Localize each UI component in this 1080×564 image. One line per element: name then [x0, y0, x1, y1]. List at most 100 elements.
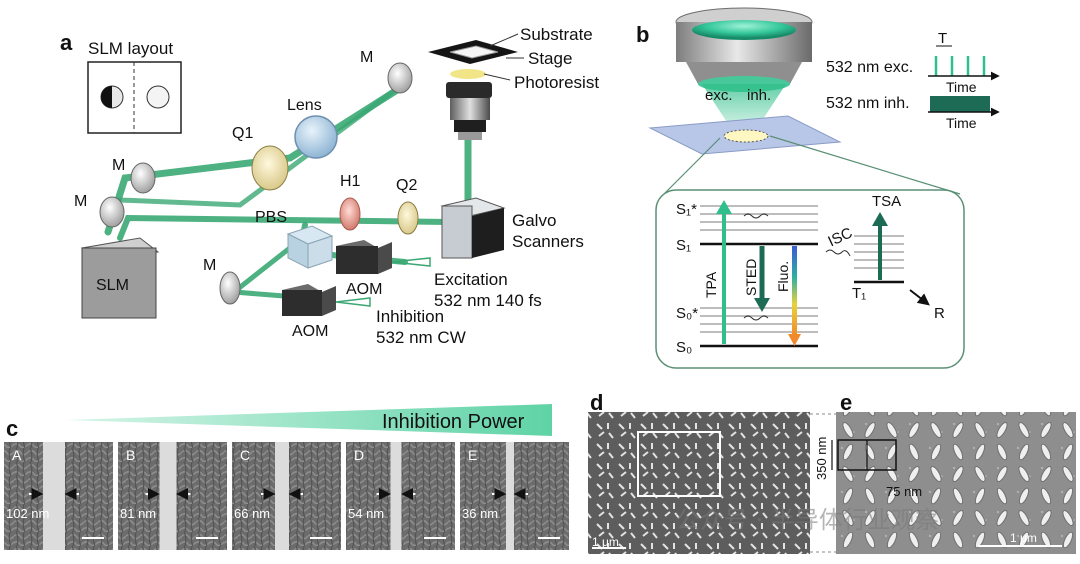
- s1-label: S₁: [676, 237, 691, 254]
- inh-time-label: Time: [946, 115, 977, 131]
- isc-squiggle: [825, 249, 851, 257]
- r-label: R: [934, 305, 945, 322]
- inhibition-power-label: Inhibition Power: [382, 411, 525, 433]
- sem-tile-d: D 54 nm: [346, 442, 455, 550]
- sem-tile-letter: D: [354, 447, 364, 463]
- h1-label: H1: [340, 173, 361, 190]
- objective-focus: [675, 7, 813, 92]
- pbs-cube: [286, 225, 334, 269]
- galvo-label-2: Scanners: [512, 232, 584, 251]
- inhibition-spec: 532 nm CW: [376, 328, 466, 347]
- sem-image-d: [588, 412, 810, 554]
- sem-tile-e: E36 nm: [460, 442, 569, 550]
- mirror-left-2: [99, 196, 125, 228]
- panel-a: a SLM layout SLM: [60, 25, 599, 347]
- zoom-region-box: [637, 431, 721, 497]
- substrate-label: Substrate: [520, 25, 593, 44]
- zoom-line-right: [769, 135, 961, 195]
- exc-label: 532 nm exc.: [826, 59, 913, 76]
- q1-waveplate: [251, 145, 289, 191]
- mirror-left-2-label: M: [74, 193, 87, 210]
- t1-label: T₁: [852, 285, 866, 302]
- galvo-scanners: [440, 197, 506, 259]
- stage-label: Stage: [528, 49, 572, 68]
- relaxation-squiggle-upper: [743, 213, 769, 219]
- s0-star-label: S₀*: [676, 305, 698, 322]
- sem-tile-c: C 66 nm: [232, 442, 341, 550]
- inhibition-power-wedge: [66, 404, 552, 436]
- s1-vibrational-levels: [700, 205, 818, 231]
- s0-vibrational-levels: [700, 307, 818, 333]
- focal-spot: [723, 129, 769, 143]
- q2-label: Q2: [396, 177, 417, 194]
- mirror-top-label: M: [360, 49, 373, 66]
- vortex-phase-dark-half: [101, 86, 112, 108]
- sem-tile-letter: B: [126, 447, 135, 463]
- panel-d-label: d: [590, 390, 603, 415]
- written-line: [159, 442, 177, 550]
- slm-label: SLM: [96, 277, 129, 294]
- sem-tile-letter: A: [12, 447, 22, 463]
- aom-excitation-label: AOM: [346, 281, 382, 298]
- linewidth-label: 102 nm: [6, 506, 49, 521]
- aom-inhibition-label: AOM: [292, 323, 328, 340]
- photoresist-layer: [450, 69, 486, 79]
- reaction-arrow: [909, 289, 930, 306]
- written-line: [390, 442, 402, 550]
- written-line: [275, 442, 289, 550]
- period-horizontal-label: 75 nm: [886, 484, 922, 499]
- fluo-label: Fluo.: [775, 261, 791, 292]
- excitation-label: Excitation: [434, 270, 508, 289]
- period-label: T: [938, 30, 947, 47]
- lens: [294, 115, 338, 159]
- photoresist-leader: [483, 73, 511, 81]
- aom-excitation: [336, 240, 392, 274]
- written-line: [506, 442, 514, 550]
- sem-linewidth-series: A 102 nm B 81 nm C 66 nm D 54 nm E36 nm: [4, 442, 569, 550]
- tpa-label: TPA: [703, 271, 719, 298]
- substrate-leader: [489, 33, 519, 47]
- focused-beam-cone: [702, 84, 786, 136]
- aom-inhibition: [282, 284, 336, 316]
- sem-tile-b: B 81 nm: [118, 442, 227, 550]
- q2-waveplate: [397, 201, 419, 235]
- mirror-top: [387, 62, 413, 94]
- slm-device: SLM: [80, 237, 160, 319]
- mirror-bottom: [219, 271, 241, 305]
- beam-return: [117, 87, 398, 208]
- substrate: [449, 45, 499, 59]
- sem-tile-a: A 102 nm: [4, 442, 113, 550]
- panel-c: c Inhibition Power A 102 nm B 81 nm C 66 nm D 5…: [4, 404, 569, 550]
- tpa-arrowhead: [716, 200, 732, 214]
- panel-b: b exc. inh. 532 nm exc. 532 nm inh. T Ti…: [636, 7, 1000, 369]
- panel-e-label: e: [840, 390, 852, 415]
- panel-a-label: a: [60, 30, 73, 55]
- h1-waveplate: [339, 197, 361, 231]
- panel-d: d 1 μm: [588, 390, 836, 554]
- excitation-input-cone: [391, 257, 431, 267]
- linewidth-label: 54 nm: [348, 506, 384, 521]
- beam-inh-input: [231, 289, 287, 299]
- linewidth-label: 66 nm: [234, 506, 270, 521]
- panel-e: e 350 nm 75 nm 1 μm: [814, 390, 1076, 554]
- period-vertical-label: 350 nm: [814, 437, 829, 480]
- linewidth-label: 81 nm: [120, 506, 156, 521]
- mirror-bottom-label: M: [203, 257, 216, 274]
- scalebar-d-label: 1 μm: [592, 535, 619, 549]
- inh-label: 532 nm inh.: [826, 95, 910, 112]
- panel-b-label: b: [636, 22, 649, 47]
- panel-c-label: c: [6, 416, 18, 441]
- s1-star-label: S₁*: [676, 201, 697, 218]
- fluo-arrow: [792, 246, 797, 336]
- zoom-line-left: [663, 137, 721, 195]
- written-line: [43, 442, 65, 550]
- exc-short-label: exc.: [705, 87, 733, 104]
- objective-lens: [446, 82, 492, 140]
- sem-tile-letter: C: [240, 447, 250, 463]
- sem-tile-letter: E: [468, 447, 477, 463]
- exc-pulse-train: [934, 56, 986, 76]
- inhibition-label: Inhibition: [376, 307, 444, 326]
- slm-layout-title: SLM layout: [88, 39, 173, 58]
- fluo-arrowhead: [788, 334, 801, 346]
